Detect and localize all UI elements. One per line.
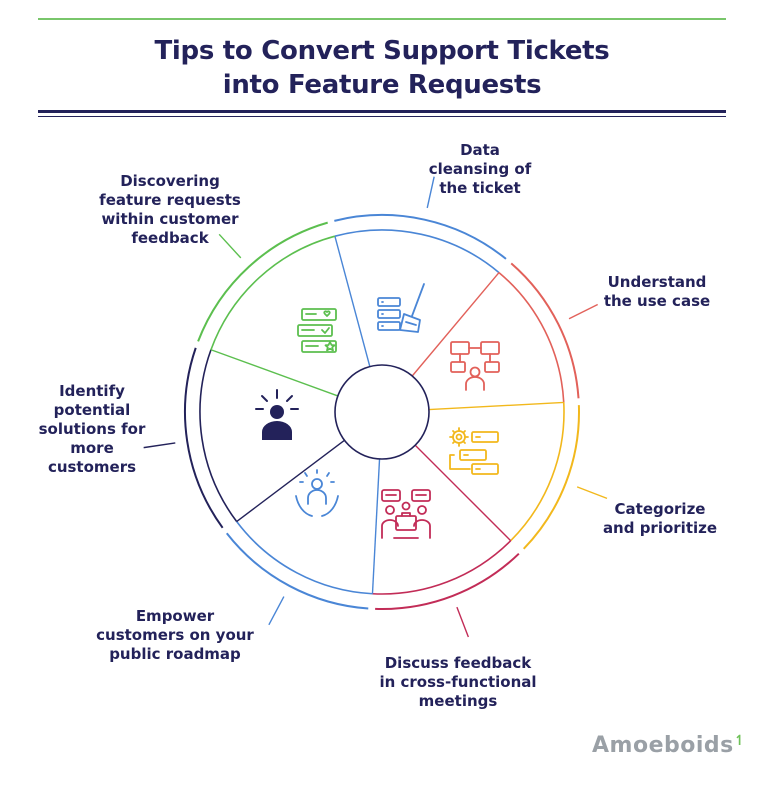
page-title: Tips to Convert Support Tickets into Fea… xyxy=(0,34,764,102)
segment-divider xyxy=(428,401,564,411)
empowered-person-icon xyxy=(295,469,339,517)
segment-divider xyxy=(334,236,371,367)
segment-divider xyxy=(210,349,339,397)
segment-outer-arc xyxy=(334,214,507,260)
step-label-understand-use-case: Understand the use case xyxy=(603,273,711,310)
leader-line xyxy=(268,596,285,626)
focused-person-icon xyxy=(255,389,299,440)
segment-inner-arc xyxy=(199,349,238,523)
step-label-categorize-prioritize: Categorize and prioritize xyxy=(602,500,718,537)
segment-inner-arc xyxy=(210,235,336,351)
wheel-center-circle xyxy=(334,364,430,460)
segment-inner-arc xyxy=(498,271,565,403)
leader-lines xyxy=(143,176,608,638)
segment-outer-arc xyxy=(225,532,369,610)
leader-line xyxy=(576,486,608,500)
leader-line xyxy=(426,176,435,209)
flowchart-person-icon xyxy=(450,341,500,391)
title-underline-thin xyxy=(38,116,726,117)
step-label-discovering-feature-requests: Discovering feature requests within cust… xyxy=(99,172,241,247)
top-divider-line xyxy=(38,18,726,20)
segment-outer-arc xyxy=(184,347,224,529)
segment-divider xyxy=(411,272,500,377)
amoeboids-logo: Amoeboids↿ xyxy=(592,733,746,758)
feedback-messages-icon xyxy=(297,308,337,353)
meeting-table-icon xyxy=(381,489,431,539)
gear-list-icon xyxy=(449,427,499,475)
segment-inner-arc xyxy=(372,540,512,595)
segment-outer-arc xyxy=(197,221,328,342)
leader-line xyxy=(456,606,470,638)
segment-outer-arc xyxy=(375,552,520,610)
segment-inner-arc xyxy=(510,402,565,542)
brand-name: Amoeboids xyxy=(592,733,734,758)
segment-divider xyxy=(414,444,512,542)
title-line-1: Tips to Convert Support Tickets xyxy=(154,36,610,66)
wheel-outer-arcs xyxy=(184,214,580,610)
title-line-2: into Feature Requests xyxy=(222,70,542,100)
segment-divider xyxy=(371,458,381,594)
step-label-discuss-feedback: Discuss feedback in cross-functional mee… xyxy=(379,654,537,710)
leader-line xyxy=(143,442,176,449)
step-label-identify-solutions: Identify potential solutions for more cu… xyxy=(38,382,146,476)
brand-mark-icon: ↿ xyxy=(733,733,746,749)
step-label-data-cleansing: Data cleansing of the ticket xyxy=(428,141,532,197)
step-label-empower-customers: Empower customers on your public roadmap xyxy=(96,607,254,663)
leader-line xyxy=(568,303,598,320)
segment-outer-arc xyxy=(522,405,580,550)
segment-inner-arc xyxy=(334,229,500,274)
title-underline-thick xyxy=(38,110,726,113)
broom-server-icon xyxy=(377,283,425,333)
wheel-segments xyxy=(199,229,565,595)
segment-divider xyxy=(236,439,345,523)
segment-outer-arc xyxy=(510,262,580,399)
segment-inner-arc xyxy=(236,521,373,595)
leader-line xyxy=(218,233,242,259)
